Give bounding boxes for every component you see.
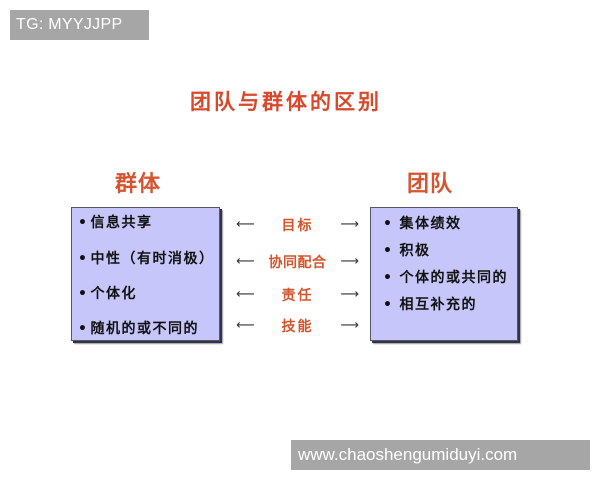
list-item-text: 个体化 [90,286,137,302]
list-item-text: 中性（有时消极） [90,251,215,267]
list-item-text: 相互补充的 [399,297,477,313]
relation-label: 目标 [281,218,314,234]
list-item: •个体化 [78,283,137,303]
relation-responsibility: ⟵ 责任 ⟶ [236,285,359,305]
arrow-right-icon: ⟶ [340,287,359,302]
list-item-text: 信息共享 [90,215,153,231]
arrow-left-icon: ⟵ [236,318,255,333]
arrow-right-icon: ⟶ [340,217,359,232]
relation-collaboration: ⟵ 协同配合 ⟶ [236,252,359,272]
group-heading: 群体 [115,172,162,197]
list-item-text: 集体绩效 [399,216,462,232]
arrow-left-icon: ⟵ [236,287,255,302]
team-characteristics-box: • 集体绩效 • 积极 • 个体的或共同的 • 相互补充的 [370,207,518,341]
list-item: •中性（有时消极） [78,248,214,268]
relation-label: 协同配合 [268,255,327,271]
list-item: • 积极 [383,240,430,260]
bullet-icon: • [78,251,89,267]
arrow-right-icon: ⟶ [340,318,359,333]
list-item-text: 积极 [399,243,431,259]
arrow-left-icon: ⟵ [236,217,255,232]
list-item: • 个体的或共同的 [383,267,508,287]
list-item-text: 个体的或共同的 [399,270,508,286]
relation-label: 责任 [281,288,314,304]
watermark-bottom: www.chaoshengumiduyi.com [291,440,590,470]
bullet-icon: • [383,270,394,286]
bullet-icon: • [383,216,394,232]
relation-skills: ⟵ 技能 ⟶ [236,316,359,336]
relation-label: 技能 [281,319,314,335]
list-item: • 集体绩效 [383,213,461,233]
watermark-top: TG: MYYJJPP [10,10,149,40]
arrow-left-icon: ⟵ [236,254,255,269]
bullet-icon: • [78,321,89,337]
bullet-icon: • [383,297,394,313]
list-item: •信息共享 [78,212,152,232]
group-characteristics-box: •信息共享 •中性（有时消极） •个体化 •随机的或不同的 [71,207,220,341]
team-heading: 团队 [407,172,454,197]
arrow-right-icon: ⟶ [340,254,359,269]
diagram-title: 团队与群体的区别 [190,90,382,114]
bullet-icon: • [78,215,89,231]
list-item-text: 随机的或不同的 [90,321,199,337]
list-item: • 相互补充的 [383,294,477,314]
bullet-icon: • [78,286,89,302]
bullet-icon: • [383,243,394,259]
relation-goal: ⟵ 目标 ⟶ [236,215,359,235]
list-item: •随机的或不同的 [78,318,199,338]
